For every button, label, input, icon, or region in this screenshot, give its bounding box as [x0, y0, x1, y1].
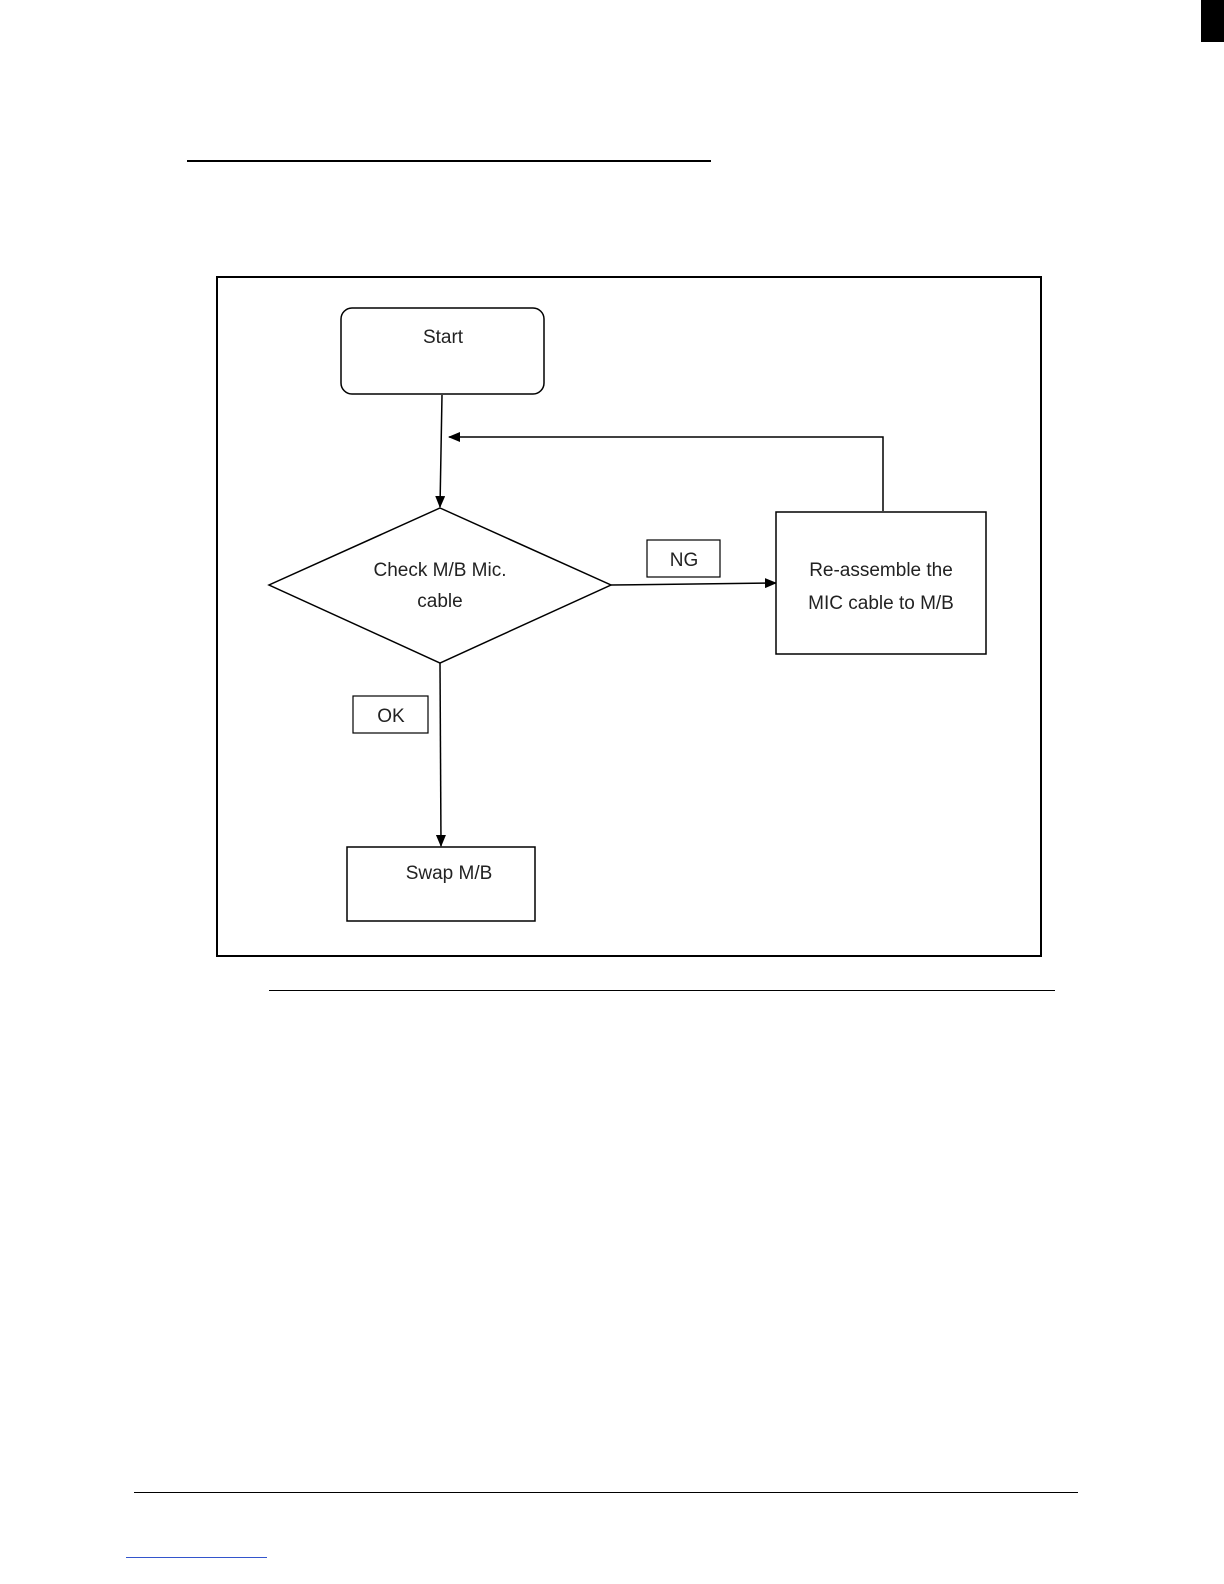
reassemble-node	[776, 512, 986, 654]
caption-rule	[269, 990, 1055, 991]
ok-label: OK	[377, 706, 405, 727]
start-node-label: Start	[423, 327, 464, 348]
reassemble-label-line2: MIC cable to M/B	[808, 593, 954, 614]
start-to-decision-arrow	[440, 395, 442, 507]
decision-label-line2: cable	[417, 591, 462, 612]
swap-mb-label: Swap M/B	[406, 863, 493, 884]
start-node	[341, 308, 544, 394]
reassemble-label-line1: Re-assemble the	[809, 560, 953, 581]
footer-link-underline[interactable]	[126, 1557, 267, 1558]
ok-branch-arrow	[440, 663, 441, 846]
decision-node	[269, 508, 611, 663]
decision-label-line1: Check M/B Mic.	[373, 560, 506, 581]
swap-mb-node	[347, 847, 535, 921]
loop-back-arrow	[449, 437, 883, 511]
ng-label: NG	[670, 550, 699, 571]
footer-rule	[134, 1492, 1078, 1493]
ng-branch-arrow	[611, 583, 776, 585]
